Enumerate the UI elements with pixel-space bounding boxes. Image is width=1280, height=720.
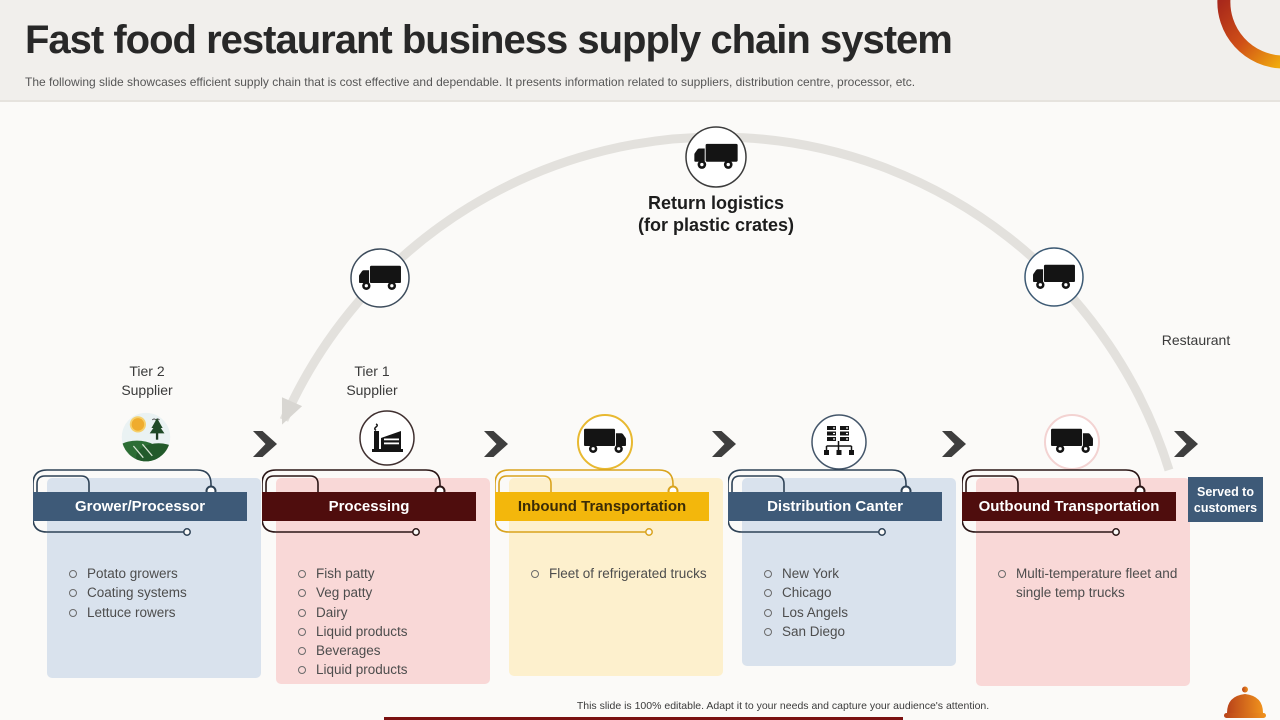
list-item-text: Multi-temperature fleet and single temp … — [1016, 566, 1178, 601]
list-item-text: Coating systems — [87, 585, 187, 601]
footer-note: This slide is 100% editable. Adapt it to… — [576, 700, 990, 712]
brand-ring-icon — [1217, 0, 1280, 69]
bullet-circle-icon — [69, 608, 77, 617]
truck-icon — [350, 248, 410, 308]
page-title: Fast food restaurant business supply cha… — [25, 18, 953, 62]
bullet-circle-icon — [531, 570, 539, 578]
header-band — [0, 0, 1280, 102]
list-item: Beverages — [276, 641, 490, 660]
card-title: Inbound Transportation — [495, 492, 709, 521]
bullet-circle-icon — [298, 647, 306, 656]
bullet-circle-icon — [298, 666, 306, 675]
list-item-text: Liquid products — [316, 662, 408, 678]
list-item: Multi-temperature fleet and single temp … — [976, 564, 1190, 603]
truck-icon — [1024, 247, 1084, 307]
list-item: Dairy — [276, 603, 490, 622]
list-item: Liquid products — [276, 660, 490, 679]
card-title: Outbound Transportation — [962, 492, 1176, 521]
factory-icon — [359, 410, 415, 466]
list-item: Veg patty — [276, 583, 490, 602]
list-item: Potato growers — [47, 564, 261, 583]
bullet-circle-icon — [298, 570, 306, 578]
chevron-icon — [942, 431, 966, 457]
card-title: Processing — [262, 492, 476, 521]
bullet-circle-icon — [298, 627, 306, 636]
bullet-circle-icon — [298, 589, 306, 598]
page-subtitle: The following slide showcases efficient … — [25, 75, 916, 89]
truck-icon — [685, 126, 747, 188]
card-inbound-transportation: Inbound Transportation Fleet of refriger… — [495, 460, 723, 690]
served-to-customers-badge: Served to customers — [1188, 477, 1263, 522]
list-item: Fleet of refrigerated trucks — [509, 564, 723, 583]
list-item-text: Dairy — [316, 604, 348, 620]
chevron-icon — [1174, 431, 1198, 457]
list-item-text: Fleet of refrigerated trucks — [549, 566, 707, 581]
bullet-circle-icon — [69, 570, 77, 578]
bullet-circle-icon — [764, 608, 772, 617]
list-item: San Diego — [742, 622, 956, 641]
list-item-text: Beverages — [316, 643, 381, 659]
bullet-circle-icon — [998, 570, 1006, 578]
list-item: Chicago — [742, 583, 956, 602]
bullet-circle-icon — [298, 608, 306, 617]
card-title: Grower/Processor — [33, 492, 247, 521]
bullet-circle-icon — [764, 627, 772, 636]
card-outbound-transportation: Outbound Transportation Multi-temperatur… — [962, 460, 1190, 690]
chevron-icon — [484, 431, 508, 457]
list-item: Lettuce rowers — [47, 603, 261, 622]
list-item: Los Angels — [742, 603, 956, 622]
list-item-text: Potato growers — [87, 566, 178, 581]
bullet-circle-icon — [69, 589, 77, 598]
list-item: Fish patty — [276, 564, 490, 583]
distribution-network-icon — [811, 414, 867, 470]
list-item-text: Lettuce rowers — [87, 604, 176, 620]
truck-icon — [1044, 414, 1100, 470]
bottom-accent-line — [384, 717, 903, 720]
list-item-text: Liquid products — [316, 623, 408, 639]
list-item: New York — [742, 564, 956, 583]
bullet-circle-icon — [764, 589, 772, 598]
list-item: Liquid products — [276, 622, 490, 641]
bullet-circle-icon — [764, 570, 772, 578]
card-item-list: Fleet of refrigerated trucks — [509, 564, 723, 583]
truck-icon — [577, 414, 633, 470]
chevron-icon — [712, 431, 736, 457]
list-item: Coating systems — [47, 583, 261, 602]
return-arc — [279, 132, 1174, 472]
return-logistics-label: Return logistics (for plastic crates) — [637, 193, 795, 235]
list-item-text: Veg patty — [316, 585, 373, 601]
restaurant-label: Restaurant — [1161, 332, 1231, 348]
list-item-text: New York — [782, 566, 840, 581]
list-item-text: Fish patty — [316, 566, 375, 581]
list-item-text: Chicago — [782, 585, 832, 601]
list-item-text: San Diego — [782, 623, 846, 639]
list-item-text: Los Angels — [782, 604, 849, 620]
chevron-icon — [253, 431, 277, 457]
card-item-list: Multi-temperature fleet and single temp … — [976, 564, 1190, 603]
cloche-icon — [1224, 686, 1266, 718]
card-title: Distribution Canter — [728, 492, 942, 521]
